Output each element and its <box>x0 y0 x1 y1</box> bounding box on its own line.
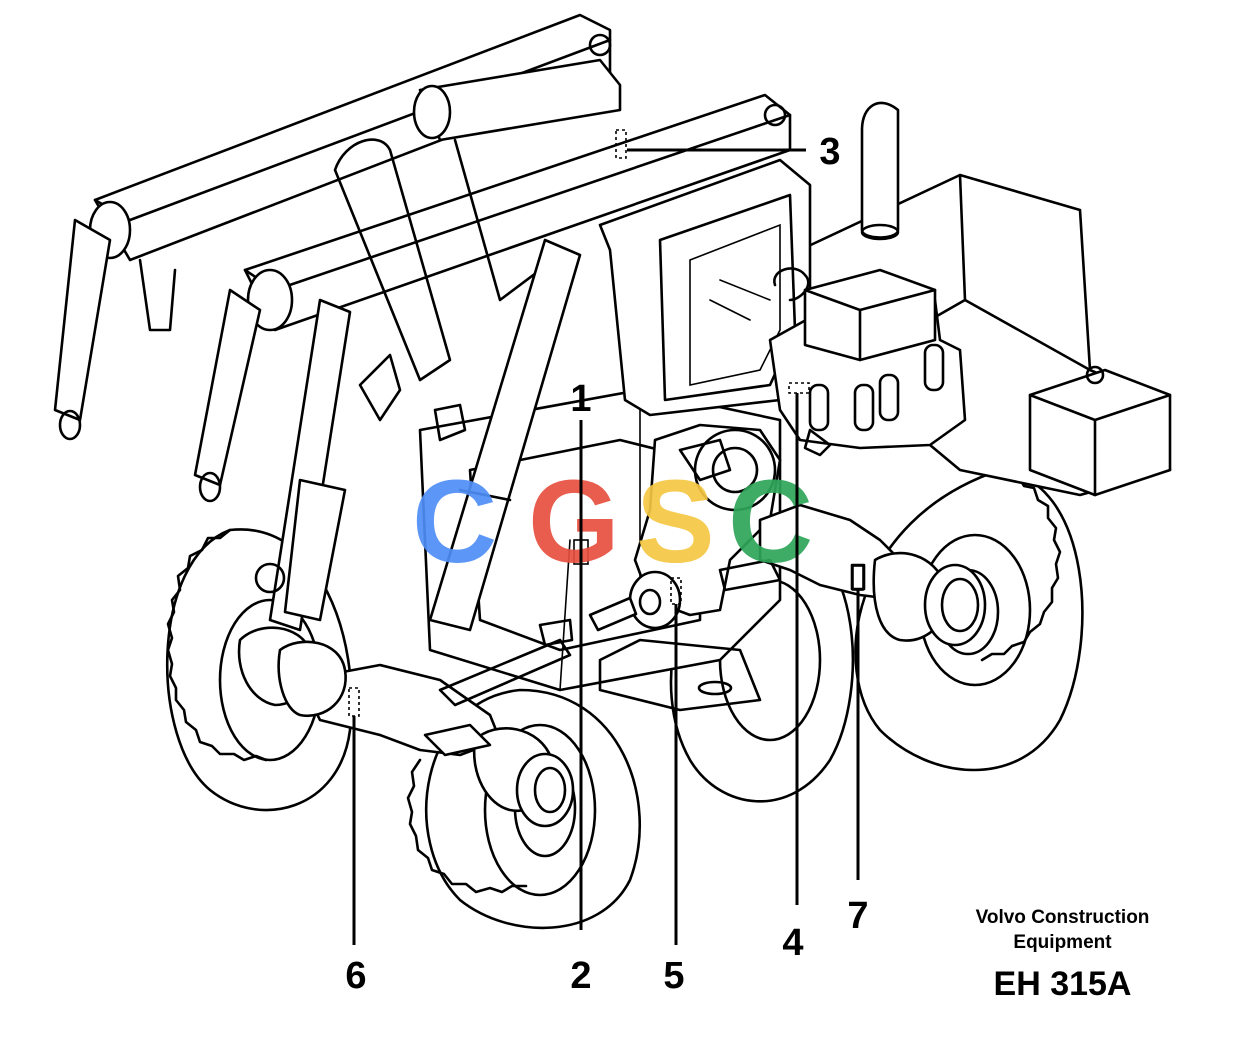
callout-2: 2 <box>570 955 591 997</box>
callout-6: 6 <box>345 955 366 997</box>
credit-line-2: Equipment <box>1013 932 1112 953</box>
watermark-letter-s: S <box>636 456 715 588</box>
callout-4: 4 <box>782 922 803 964</box>
lift-cylinders <box>254 238 582 632</box>
engine-block <box>768 267 967 457</box>
marker-4 <box>788 382 810 394</box>
manufacturer-credit: Volvo Construction Equipment EH 315A <box>950 905 1175 1004</box>
loader-boom <box>53 13 792 503</box>
watermark-letter-c2: C <box>728 456 813 588</box>
callout-1: 1 <box>570 378 591 420</box>
drawing-code: EH 315A <box>993 965 1132 1003</box>
rear-axle <box>718 503 987 647</box>
front-axle <box>237 618 575 828</box>
callout-labels: 1 2 3 4 5 6 7 <box>345 131 868 997</box>
callout-3: 3 <box>819 131 840 173</box>
credit-line-1: Volvo Construction <box>975 907 1150 928</box>
exhaust-pipe <box>860 101 900 241</box>
transmission <box>588 423 782 632</box>
counterweight-box <box>1028 365 1172 497</box>
callout-7: 7 <box>847 895 868 937</box>
marker-3 <box>615 129 627 159</box>
watermark: C G S C <box>412 456 813 588</box>
watermark-letter-c1: C <box>412 456 497 588</box>
leader-lines <box>352 148 860 945</box>
watermark-letter-g: G <box>528 456 620 588</box>
callout-5: 5 <box>663 955 684 997</box>
